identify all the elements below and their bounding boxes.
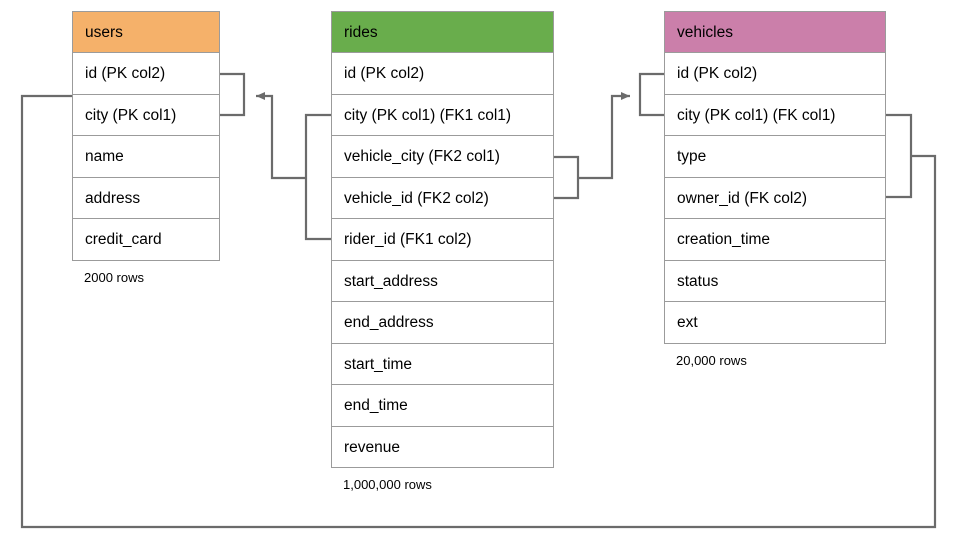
table-rides-column-city[interactable]: city (PK col1) (FK1 col1) <box>331 94 554 136</box>
table-rides-column-end-address[interactable]: end_address <box>331 302 554 344</box>
table-rides-column-end-time[interactable]: end_time <box>331 385 554 427</box>
table-vehicles-row-count: 20,000 rows <box>676 352 747 368</box>
wire-rides-fk2-bracket <box>554 155 580 200</box>
table-rides-column-rider-id[interactable]: rider_id (FK1 col2) <box>331 219 554 261</box>
table-rides-column-vehicle-city[interactable]: vehicle_city (FK2 col1) <box>331 136 554 178</box>
wire-rides-fk1-run <box>256 92 306 180</box>
table-rides-column-id[interactable]: id (PK col2) <box>331 53 554 95</box>
table-rides-header: rides <box>331 11 554 53</box>
table-rides-column-revenue[interactable]: revenue <box>331 426 554 468</box>
table-rides[interactable]: rides id (PK col2) city (PK col1) (FK1 c… <box>331 11 554 492</box>
table-users-column-id[interactable]: id (PK col2) <box>72 53 220 95</box>
table-vehicles-column-id[interactable]: id (PK col2) <box>664 53 886 95</box>
table-vehicles-column-owner-id[interactable]: owner_id (FK col2) <box>664 177 886 219</box>
wire-vehicles-right-bracket <box>886 113 913 199</box>
wire-rides-fk1-bracket <box>304 113 331 241</box>
table-users-column-credit-card[interactable]: credit_card <box>72 219 220 261</box>
table-vehicles-header: vehicles <box>664 11 886 53</box>
table-users-header: users <box>72 11 220 53</box>
table-users-column-address[interactable]: address <box>72 177 220 219</box>
table-rides-row-count: 1,000,000 rows <box>343 477 432 492</box>
table-rides-column-start-time[interactable]: start_time <box>331 343 554 385</box>
table-users[interactable]: users id (PK col2) city (PK col1) name a… <box>72 11 220 285</box>
wire-vehicles-to-users-run <box>20 94 937 529</box>
table-vehicles-column-type[interactable]: type <box>664 136 886 178</box>
table-users-column-name[interactable]: name <box>72 136 220 178</box>
table-vehicles-column-ext[interactable]: ext <box>664 302 886 344</box>
wire-users-right-bracket <box>220 72 246 117</box>
table-users-column-city[interactable]: city (PK col1) <box>72 94 220 136</box>
table-vehicles[interactable]: vehicles id (PK col2) city (PK col1) (FK… <box>664 11 886 368</box>
table-rides-column-vehicle-id[interactable]: vehicle_id (FK2 col2) <box>331 177 554 219</box>
table-users-row-count: 2000 rows <box>84 269 144 285</box>
table-rides-column-start-address[interactable]: start_address <box>331 260 554 302</box>
table-vehicles-column-status[interactable]: status <box>664 260 886 302</box>
table-vehicles-column-creation-time[interactable]: creation_time <box>664 219 886 261</box>
wire-rides-fk2-run <box>578 92 630 180</box>
table-vehicles-column-city[interactable]: city (PK col1) (FK col1) <box>664 94 886 136</box>
wire-vehicles-left-bracket <box>638 72 664 117</box>
